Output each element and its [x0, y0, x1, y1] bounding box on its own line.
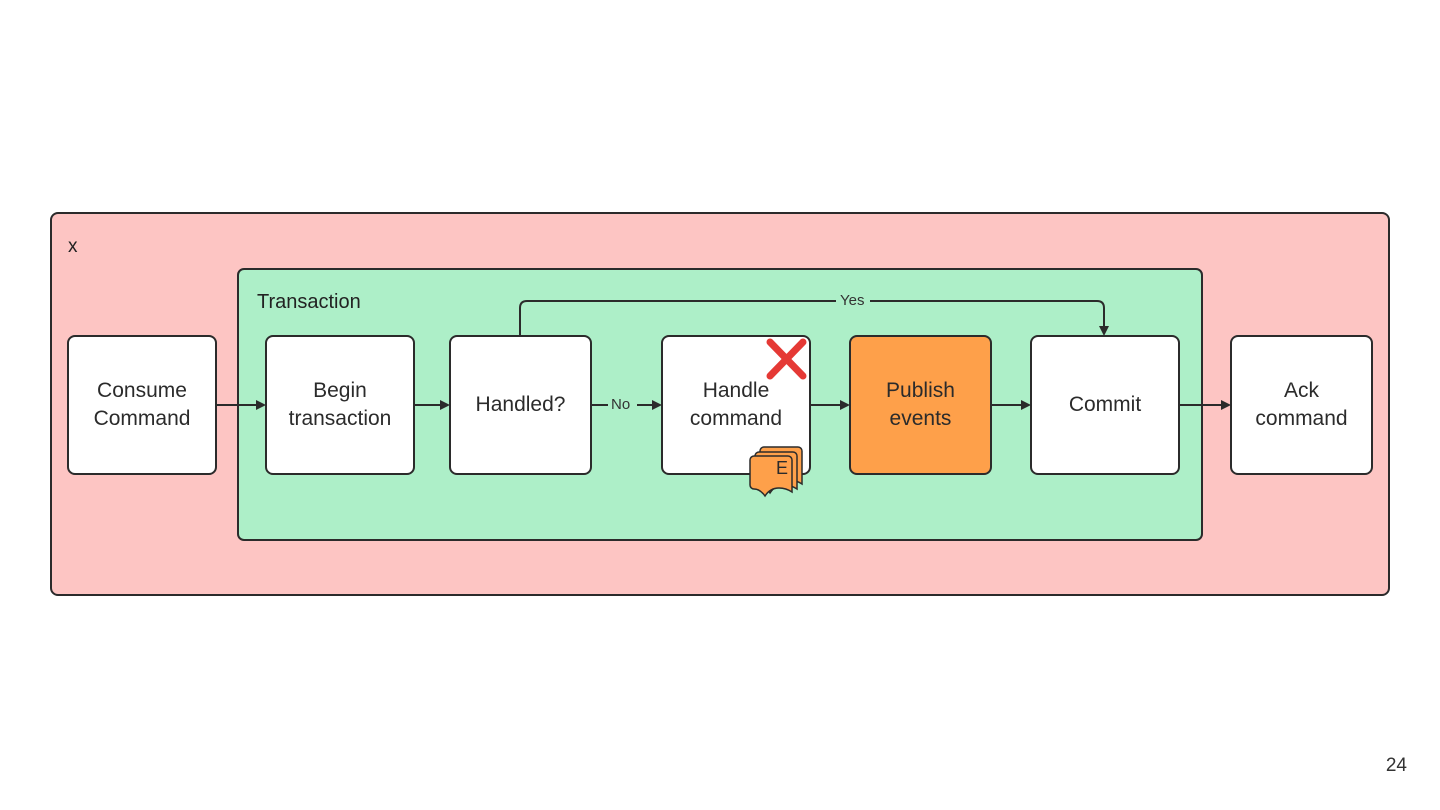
arrow-yes-left-segment [519, 300, 836, 335]
node-begin-transaction[interactable]: Begin transaction [265, 335, 415, 475]
node-consume-command[interactable]: Consume Command [67, 335, 217, 475]
cross-icon [766, 338, 807, 380]
node-commit[interactable]: Commit [1030, 335, 1180, 475]
node-publish-events[interactable]: Publish events [849, 335, 992, 475]
event-badge: E [749, 446, 803, 498]
page-number: 24 [1385, 755, 1407, 776]
node-handled-decision[interactable]: Handled? [449, 335, 592, 475]
edge-label-yes: Yes [840, 292, 865, 309]
event-badge-letter: E [776, 458, 788, 478]
node-ack-command[interactable]: Ack command [1230, 335, 1373, 475]
edge-label-no: No [611, 396, 631, 413]
outer-container-label: x [68, 236, 78, 257]
arrow-yes-to-commit [870, 300, 1109, 336]
transaction-container-label: Transaction [257, 291, 361, 313]
